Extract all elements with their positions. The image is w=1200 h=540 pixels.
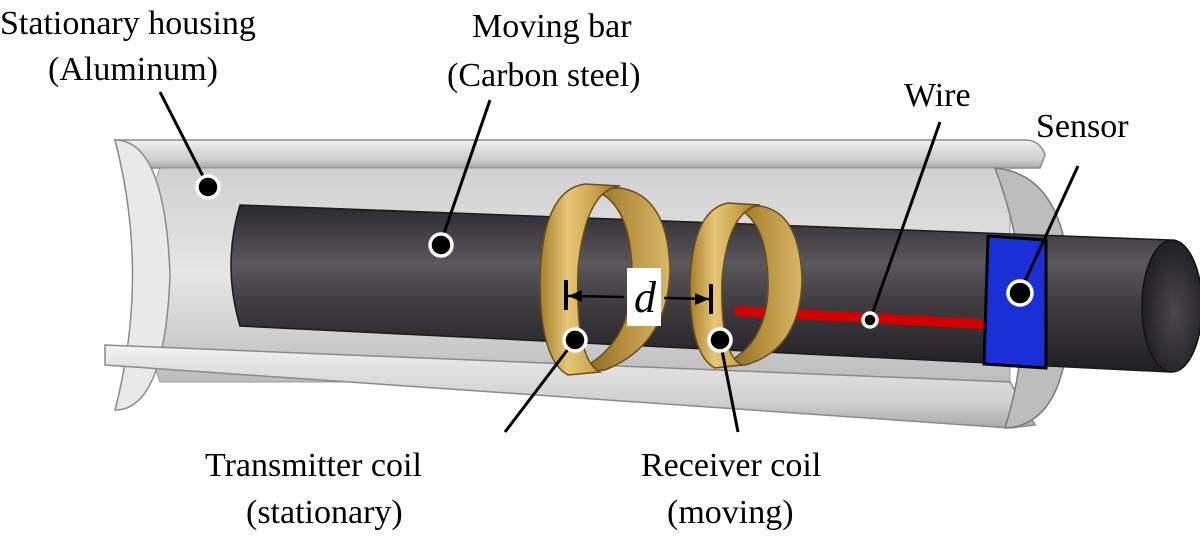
receiver-coil — [689, 202, 803, 369]
leader-dots — [195, 174, 1034, 353]
sensor-marker — [1006, 279, 1034, 307]
receiver-marker — [707, 327, 733, 353]
housing-label-line2: (Aluminum) — [48, 51, 218, 88]
distance-label: d — [634, 273, 657, 322]
bar-marker — [428, 232, 454, 258]
bar-label-line1: Moving bar — [472, 8, 632, 45]
housing-label-line1: Stationary housing — [0, 5, 256, 42]
transmitter-marker — [562, 327, 588, 353]
receiver-label-line2: (moving) — [667, 494, 794, 531]
receiver-label-line1: Receiver coil — [641, 447, 821, 484]
bar-label-line2: (Carbon steel) — [447, 57, 641, 94]
wire-label: Wire — [904, 77, 971, 114]
transmitter-label-line2: (stationary) — [246, 494, 403, 531]
leader-lines — [158, 91, 1080, 433]
transmitter-label-line1: Transmitter coil — [205, 447, 422, 484]
distance-label-box — [627, 268, 661, 326]
bar-end-face — [1141, 239, 1200, 373]
sensor-label: Sensor — [1036, 108, 1129, 145]
housing-marker — [195, 174, 221, 200]
distance-indicator: d — [564, 268, 713, 326]
wire-marker — [861, 311, 879, 329]
